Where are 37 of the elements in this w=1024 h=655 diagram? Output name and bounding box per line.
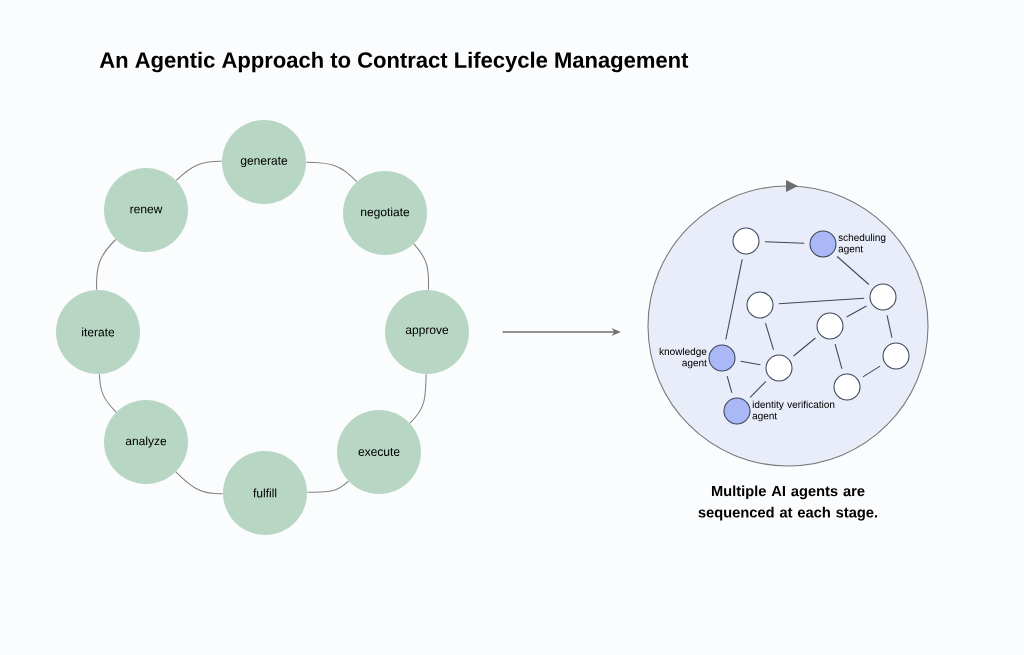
node-label: scheduling agent <box>838 233 886 255</box>
connector-line <box>862 365 881 378</box>
node-label: identity verification agent <box>752 400 835 422</box>
network-node <box>869 283 897 311</box>
connector-line <box>778 297 865 305</box>
connector-line <box>793 337 816 357</box>
ring-line <box>413 243 430 291</box>
connector-line <box>740 360 761 366</box>
network-node <box>816 312 844 340</box>
connector-line <box>764 241 805 244</box>
connector-line <box>725 258 743 341</box>
network-node <box>833 373 861 401</box>
agent-node: knowledge agent <box>659 344 736 372</box>
ring-line <box>305 161 358 183</box>
node-label: knowledge agent <box>659 347 707 369</box>
network-node <box>882 342 910 370</box>
connector-line <box>846 305 867 318</box>
ring-line <box>175 471 224 495</box>
caption-text: Multiple AI agents are sequenced at each stage. <box>698 485 878 521</box>
connector-line <box>836 255 870 286</box>
ring-line <box>175 160 223 182</box>
title: An Agentic Approach to Contract Lifecycle Management <box>99 51 689 73</box>
connector-line <box>834 343 843 370</box>
network-node <box>746 291 774 319</box>
ring-line <box>409 373 427 424</box>
ring-line <box>98 373 117 413</box>
network-node <box>732 227 760 255</box>
connector-line <box>764 322 775 351</box>
connector-line <box>886 314 893 339</box>
connector-line <box>726 375 733 394</box>
agent-network-circle <box>647 185 929 467</box>
ring-line <box>306 480 349 493</box>
network-node <box>765 354 793 382</box>
connector-line <box>749 380 767 399</box>
ring-line <box>95 238 117 291</box>
agent-node: identity verification agent <box>723 397 835 425</box>
agent-node: scheduling agent <box>809 230 886 258</box>
